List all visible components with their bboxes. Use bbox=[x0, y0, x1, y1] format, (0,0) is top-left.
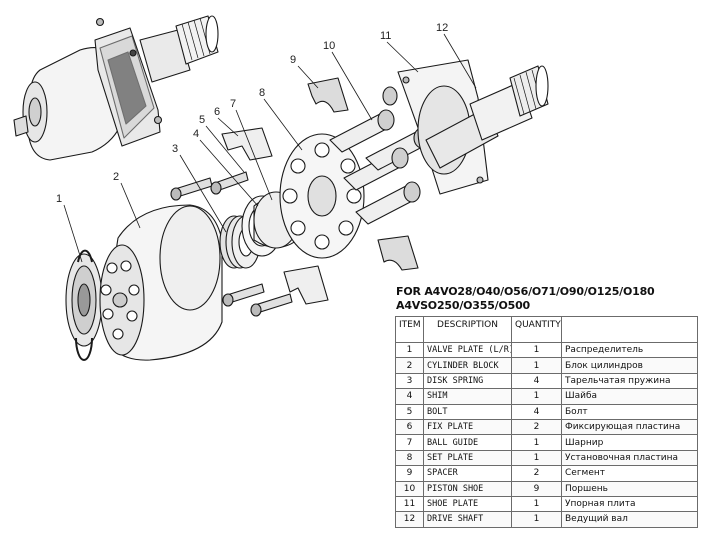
cell-item: 7 bbox=[395, 434, 424, 451]
cylinder-block-drawing bbox=[99, 204, 223, 361]
leader-lines bbox=[63, 33, 477, 263]
cell-russian: Упорная плита bbox=[561, 495, 698, 513]
cell-quantity: 4 bbox=[511, 372, 562, 390]
bolts-drawing bbox=[170, 171, 293, 317]
callout-12: 12 bbox=[436, 22, 449, 34]
callout-9: 9 bbox=[290, 54, 297, 66]
cell-russian: Сегмент bbox=[561, 465, 698, 482]
cell-russian: Установочная пластина bbox=[561, 449, 698, 467]
cell-item: 11 bbox=[395, 495, 424, 513]
cell-quantity: 4 bbox=[511, 403, 562, 420]
header-description: DESCRIPTION bbox=[423, 316, 512, 343]
cell-description: DISK SPRING bbox=[423, 372, 512, 390]
header-russian bbox=[561, 316, 698, 343]
cell-description: SHOE PLATE bbox=[423, 495, 512, 513]
drive-shaft-drawing bbox=[425, 65, 549, 169]
callout-11: 11 bbox=[380, 30, 392, 42]
cell-item: 2 bbox=[395, 357, 424, 374]
cell-quantity: 1 bbox=[511, 388, 562, 405]
callout-1: 1 bbox=[56, 193, 63, 205]
callout-5: 5 bbox=[199, 114, 206, 126]
cell-item: 4 bbox=[395, 388, 424, 405]
callout-8: 8 bbox=[259, 87, 266, 99]
callout-2: 2 bbox=[113, 171, 120, 183]
table-header-row: ITEM DESCRIPTION QUANTITY bbox=[395, 316, 698, 343]
set-plate-drawing bbox=[279, 133, 365, 259]
cell-quantity: 1 bbox=[511, 434, 562, 451]
cell-item: 5 bbox=[395, 403, 424, 420]
cell-description: DRIVE SHAFT bbox=[423, 511, 512, 528]
cell-description: VALVE PLATE (L/R) bbox=[423, 341, 512, 359]
cell-russian: Болт bbox=[561, 403, 698, 420]
cell-quantity: 1 bbox=[511, 495, 562, 513]
cell-quantity: 1 bbox=[511, 449, 562, 467]
callout-3: 3 bbox=[172, 143, 179, 155]
cell-russian: Шарнир bbox=[561, 434, 698, 451]
model-title-line-1: FOR A4VO28/O40/O56/O71/O90/O125/O180 bbox=[396, 285, 655, 298]
cell-item: 9 bbox=[395, 465, 424, 482]
callout-10: 10 bbox=[323, 40, 336, 52]
cell-item: 12 bbox=[395, 511, 424, 528]
cell-item: 8 bbox=[395, 449, 424, 467]
fix-plate-drawing bbox=[221, 127, 329, 305]
valve-plate-drawing bbox=[65, 249, 103, 361]
cell-russian: Фиксирующая пластина bbox=[561, 418, 698, 436]
assembled-pump-drawing bbox=[13, 15, 219, 161]
cell-item: 6 bbox=[395, 418, 424, 436]
cell-item: 3 bbox=[395, 372, 424, 390]
model-title-line-2: A4VSO250/O355/O500 bbox=[396, 299, 530, 312]
cell-quantity: 2 bbox=[511, 418, 562, 436]
cell-item: 10 bbox=[395, 480, 424, 497]
cell-quantity: 2 bbox=[511, 465, 562, 482]
cell-russian: Шайба bbox=[561, 388, 698, 405]
cell-russian: Ведущий вал bbox=[561, 511, 698, 528]
header-quantity: QUANTITY bbox=[511, 316, 562, 343]
cell-quantity: 1 bbox=[511, 357, 562, 374]
cell-description: PISTON SHOE bbox=[423, 480, 512, 497]
cell-russian: Тарельчатая пружина bbox=[561, 372, 698, 390]
callout-7: 7 bbox=[230, 98, 237, 110]
cell-description: BALL GUIDE bbox=[423, 434, 512, 451]
cell-quantity: 9 bbox=[511, 480, 562, 497]
cell-description: CYLINDER BLOCK bbox=[423, 357, 512, 374]
cell-description: BOLT bbox=[423, 403, 512, 420]
model-title: FOR A4VO28/O40/O56/O71/O90/O125/O180 A4V… bbox=[396, 285, 696, 313]
cell-quantity: 1 bbox=[511, 511, 562, 528]
cell-russian: Поршень bbox=[561, 480, 698, 497]
cell-description: SHIM bbox=[423, 388, 512, 405]
callout-4: 4 bbox=[193, 128, 200, 140]
cell-description: SET PLATE bbox=[423, 449, 512, 467]
callout-6: 6 bbox=[214, 106, 221, 118]
piston-shoe-drawing bbox=[329, 86, 431, 225]
cell-description: SPACER bbox=[423, 465, 512, 482]
spacer-drawing bbox=[307, 77, 419, 271]
cell-quantity: 1 bbox=[511, 341, 562, 359]
cell-russian: Блок цилиндров bbox=[561, 357, 698, 374]
cell-item: 1 bbox=[395, 341, 424, 359]
header-item: ITEM bbox=[395, 316, 424, 343]
cell-description: FIX PLATE bbox=[423, 418, 512, 436]
cell-russian: Распределитель bbox=[561, 341, 698, 359]
